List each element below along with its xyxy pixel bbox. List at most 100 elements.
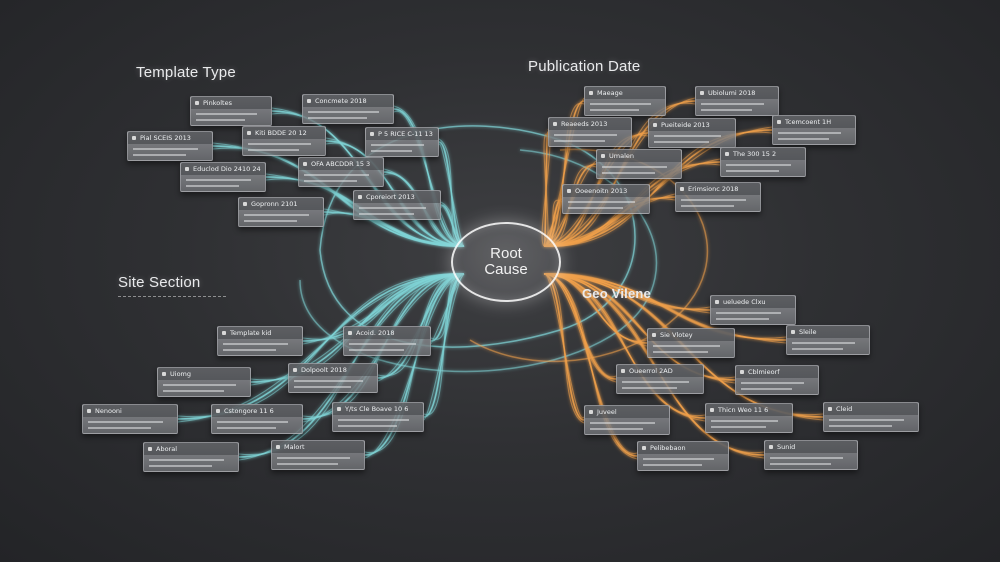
placeholder-text-line <box>277 463 338 465</box>
node-card-publication-date[interactable]: Ubiolumi 2018 <box>695 86 779 116</box>
edge-line <box>543 273 648 347</box>
node-card-template-type[interactable]: Concmete 2018 <box>302 94 394 124</box>
node-card-header: Malort <box>272 441 364 453</box>
node-card-header: Reaeeds 2013 <box>549 118 631 130</box>
node-card-header: Umalen <box>597 150 681 162</box>
node-card-header: Cblmieorf <box>736 366 818 378</box>
edge-line <box>543 273 706 422</box>
node-card-geo-volume[interactable]: Cblmieorf <box>735 365 819 395</box>
node-card-publication-date[interactable]: Umalen <box>596 149 682 179</box>
placeholder-text-line <box>622 387 677 389</box>
node-card-site-section[interactable]: Malort <box>271 440 365 470</box>
node-card-geo-volume[interactable]: Sie Vlotey <box>647 328 735 358</box>
edge-line <box>393 110 465 247</box>
node-card-site-section[interactable]: Nenooni <box>82 404 178 434</box>
node-card-template-type[interactable]: Kiti BDDE 20 12 <box>242 126 326 156</box>
node-card-template-type[interactable]: Pinkoltes <box>190 96 272 126</box>
edge-line <box>543 273 638 460</box>
node-card-label: Sunid <box>777 443 796 451</box>
document-icon <box>740 370 744 374</box>
placeholder-text-line <box>741 388 792 390</box>
placeholder-text-line <box>568 207 623 209</box>
node-card-header: Tcemcoent 1H <box>773 116 855 128</box>
node-card-header: Sleile <box>787 326 869 338</box>
node-card-header: Pinkoltes <box>191 97 271 109</box>
node-card-site-section[interactable]: Y/ts Cle Boave 10 6 <box>332 402 424 432</box>
placeholder-text-line <box>554 140 605 142</box>
node-card-header: ueluede Clxu <box>711 296 795 308</box>
node-card-publication-date[interactable]: The 300 15 2 <box>720 147 806 177</box>
node-card-label: Reaeeds 2013 <box>561 120 608 128</box>
node-card-label: Ubiolumi 2018 <box>708 89 756 97</box>
placeholder-text-line <box>654 141 709 143</box>
node-card-header: OFA ABCDDR 15 3 <box>299 158 383 170</box>
node-card-publication-date[interactable]: Reaeeds 2013 <box>548 117 632 147</box>
node-card-geo-volume[interactable]: Cleid <box>823 402 919 432</box>
node-card-template-type[interactable]: P 5 RICE C-11 13 <box>365 127 439 157</box>
placeholder-text-line <box>602 166 667 168</box>
node-card-label: Cstongore 11 6 <box>224 407 274 415</box>
node-card-header: Kiti BDDE 20 12 <box>243 127 325 139</box>
node-card-geo-volume[interactable]: Sunid <box>764 440 858 470</box>
node-card-site-section[interactable]: Template kid <box>217 326 303 356</box>
document-icon <box>216 409 220 413</box>
node-card-geo-volume[interactable]: Juveel <box>584 405 670 435</box>
document-icon <box>243 202 247 206</box>
document-icon <box>195 101 199 105</box>
node-card-header: Aboral <box>144 443 238 455</box>
node-card-template-type[interactable]: Educlod Dio 2410 24 <box>180 162 266 192</box>
node-card-publication-date[interactable]: Maeage <box>584 86 666 116</box>
node-card-geo-volume[interactable]: Sleile <box>786 325 870 355</box>
document-icon <box>222 331 226 335</box>
node-card-header: Uiomg <box>158 368 250 380</box>
node-card-template-type[interactable]: OFA ABCDDR 15 3 <box>298 157 384 187</box>
placeholder-text-line <box>217 421 288 423</box>
node-card-template-type[interactable]: Gopronn 2101 <box>238 197 324 227</box>
node-card-header: Concmete 2018 <box>303 95 393 107</box>
edge-line <box>543 193 676 247</box>
placeholder-text-line <box>149 459 224 461</box>
node-card-geo-volume[interactable]: Oueerrol 2AD <box>616 364 704 394</box>
node-card-label: Pelibebaon <box>650 444 686 452</box>
node-card-site-section[interactable]: Cstongore 11 6 <box>211 404 303 434</box>
node-card-header: Ubiolumi 2018 <box>696 87 778 99</box>
node-card-header: Maeage <box>585 87 665 99</box>
section-title-template-type: Template Type <box>136 64 236 81</box>
root-cause-node[interactable]: Root Cause <box>451 222 561 302</box>
node-card-template-type[interactable]: Cporeiort 2013 <box>353 190 441 220</box>
node-card-label: Concmete 2018 <box>315 97 367 105</box>
placeholder-text-line <box>186 185 239 187</box>
node-card-publication-date[interactable]: Pueiteide 2013 <box>648 118 736 148</box>
node-card-publication-date[interactable]: Ooeenoitn 2013 <box>562 184 650 214</box>
node-card-publication-date[interactable]: Tcemcoent 1H <box>772 115 856 145</box>
document-icon <box>148 447 152 451</box>
placeholder-text-line <box>338 419 409 421</box>
node-card-label: Template kid <box>230 329 272 337</box>
node-card-label: Tcemcoent 1H <box>785 118 832 126</box>
node-card-header: Erimsionc 2018 <box>676 183 760 195</box>
node-card-label: Umalen <box>609 152 634 160</box>
node-card-geo-volume[interactable]: Thicn Weo 11 6 <box>705 403 793 433</box>
node-card-template-type[interactable]: Pial SCEIS 2013 <box>127 131 213 161</box>
node-card-site-section[interactable]: Uiomg <box>157 367 251 397</box>
placeholder-text-line <box>554 134 617 136</box>
node-card-site-section[interactable]: Acoid. 2018 <box>343 326 431 356</box>
placeholder-text-line <box>349 343 416 345</box>
document-icon <box>653 123 657 127</box>
node-card-site-section[interactable]: Aboral <box>143 442 239 472</box>
node-card-geo-volume[interactable]: ueluede Clxu <box>710 295 796 325</box>
node-card-geo-volume[interactable]: Pelibebaon <box>637 441 729 471</box>
edge-line <box>543 196 676 247</box>
node-card-label: The 300 15 2 <box>733 150 777 158</box>
section-title-geo-volume: Geo Vilene <box>582 286 651 301</box>
placeholder-text-line <box>829 419 904 421</box>
placeholder-text-line <box>778 138 829 140</box>
node-card-publication-date[interactable]: Erimsionc 2018 <box>675 182 761 212</box>
placeholder-text-line <box>88 421 163 423</box>
document-icon <box>642 446 646 450</box>
node-card-label: Malort <box>284 443 305 451</box>
placeholder-text-line <box>163 390 224 392</box>
placeholder-text-line <box>711 420 778 422</box>
node-card-site-section[interactable]: Dolpoolt 2018 <box>288 363 378 393</box>
placeholder-text-line <box>371 150 412 152</box>
